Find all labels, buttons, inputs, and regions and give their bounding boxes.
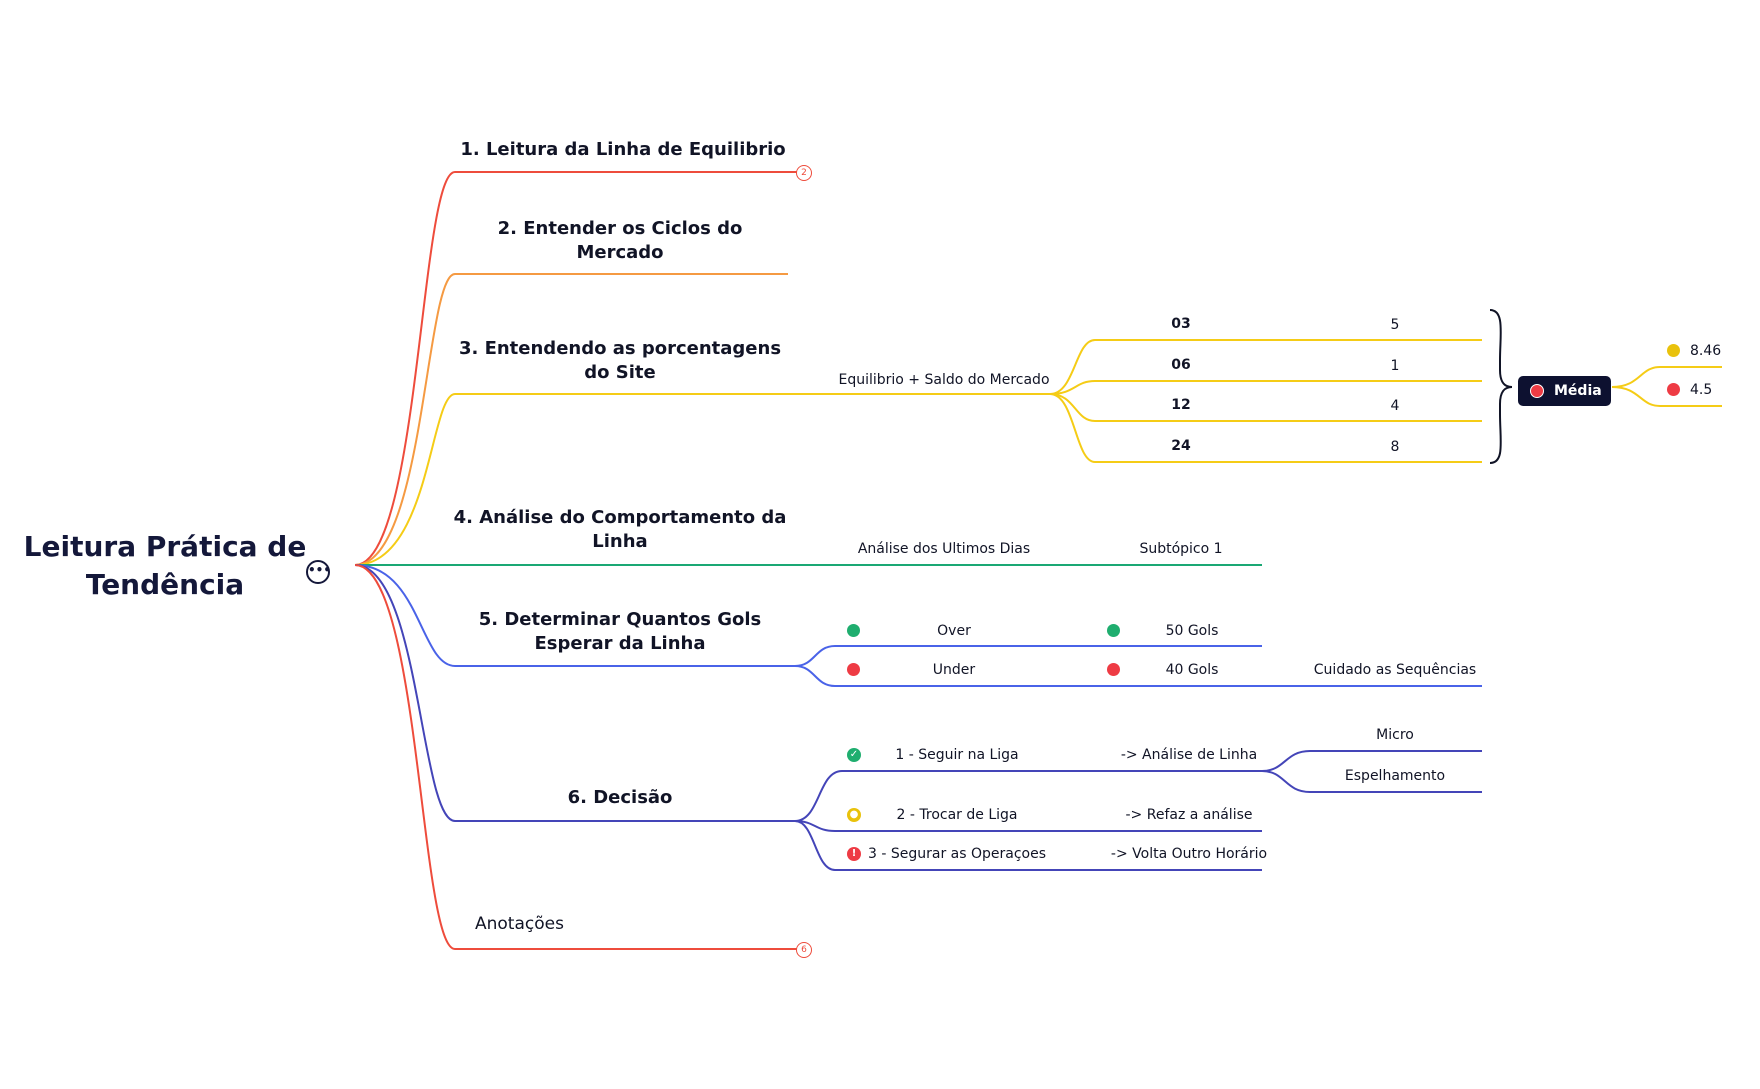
red-marker-icon	[1107, 663, 1120, 676]
branch-line-1	[354, 171, 800, 566]
green-marker-icon	[847, 624, 860, 637]
branch-line-5	[354, 564, 795, 667]
root-topic[interactable]: Leitura Prática de Tendência	[24, 528, 307, 604]
branch-line-7	[354, 564, 800, 950]
result-value-1[interactable]: 8.46	[1690, 343, 1722, 359]
root-title-line-1: Leitura Prática de	[23, 530, 307, 563]
topic-2-title[interactable]: 2. Entender os Ciclos do Mercado	[498, 217, 743, 265]
summary-bracket	[1489, 309, 1513, 464]
result-value-2[interactable]: 4.5	[1690, 382, 1713, 398]
summary-media-node[interactable]: Média	[1518, 376, 1611, 406]
micro-label[interactable]: Micro	[1376, 727, 1414, 743]
row-key-06[interactable]: 06	[1171, 357, 1191, 373]
red-marker-icon	[1667, 383, 1680, 396]
topic-4-subtopic[interactable]: Análise dos Ultimos Dias	[857, 541, 1031, 557]
mirroring-label[interactable]: Espelhamento	[1344, 768, 1446, 784]
over-goals-label[interactable]: 50 Gols	[1165, 623, 1219, 639]
decision-option-3[interactable]: 3 - Segurar as Operaçoes	[867, 846, 1047, 862]
topic-6-title[interactable]: 6. Decisão	[567, 787, 673, 808]
row-value-03[interactable]: 5	[1390, 317, 1400, 333]
topic-3-line-1: 3. Entendendo as porcentagens	[458, 338, 782, 359]
row-key-24[interactable]: 24	[1171, 438, 1191, 454]
branch-line-2	[354, 273, 788, 566]
topic-3-title[interactable]: 3. Entendendo as porcentagens do Site	[459, 337, 781, 385]
branch-line-6	[354, 564, 795, 822]
row-key-03[interactable]: 03	[1171, 316, 1191, 332]
decision-result-2[interactable]: -> Refaz a análise	[1125, 807, 1253, 823]
decision-option-2[interactable]: 2 - Trocar de Liga	[896, 807, 1018, 823]
topic-3-line-2: do Site	[584, 362, 656, 383]
summary-label: Média	[1554, 383, 1602, 399]
topic-3-subtopic[interactable]: Equilibrio + Saldo do Mercado	[838, 372, 1050, 388]
branch-line-3	[354, 393, 1050, 566]
under-label[interactable]: Under	[932, 662, 976, 678]
lightbulb-icon: ●	[847, 808, 861, 822]
topic-7-collapsed-count[interactable]: 6	[796, 942, 812, 958]
topic-4-line-2: Linha	[592, 531, 648, 552]
topic-5-title[interactable]: 5. Determinar Quantos Gols Esperar da Li…	[479, 608, 762, 656]
topic-7-title[interactable]: Anotações	[475, 914, 564, 934]
topic-2-line-2: Mercado	[576, 242, 664, 263]
decision-result-1[interactable]: -> Análise de Linha	[1120, 747, 1258, 763]
over-label[interactable]: Over	[937, 623, 971, 639]
topic-2-line-1: 2. Entender os Ciclos do	[497, 218, 743, 239]
under-goals-label[interactable]: 40 Gols	[1165, 662, 1219, 678]
decision-option-1[interactable]: 1 - Seguir na Liga	[895, 747, 1019, 763]
exclamation-icon: !	[847, 847, 861, 861]
check-circle-icon: ✓	[847, 748, 861, 762]
topic-4-subtopic-2[interactable]: Subtópico 1	[1139, 541, 1223, 557]
decision-result-3[interactable]: -> Volta Outro Horário	[1110, 846, 1268, 862]
row-value-24[interactable]: 8	[1390, 439, 1400, 455]
row-value-12[interactable]: 4	[1390, 398, 1400, 414]
topic-1-collapsed-count[interactable]: 2	[796, 165, 812, 181]
topic-1-title[interactable]: 1. Leitura da Linha de Equilibrio	[460, 139, 786, 160]
topic-4-title[interactable]: 4. Análise do Comportamento da Linha	[454, 506, 787, 554]
row-value-06[interactable]: 1	[1390, 358, 1400, 374]
more-options-icon[interactable]: •••	[306, 560, 331, 584]
topic-5-line-1: 5. Determinar Quantos Gols	[478, 609, 762, 630]
yellow-marker-icon	[1667, 344, 1680, 357]
row-key-12[interactable]: 12	[1171, 397, 1191, 413]
green-marker-icon	[1107, 624, 1120, 637]
red-marker-icon	[1530, 384, 1544, 398]
sequence-warning-note[interactable]: Cuidado as Sequências	[1313, 662, 1477, 678]
topic-5-line-2: Esperar da Linha	[534, 633, 706, 654]
red-marker-icon	[847, 663, 860, 676]
root-title-line-2: Tendência	[85, 568, 245, 601]
topic-4-line-1: 4. Análise do Comportamento da	[453, 507, 787, 528]
